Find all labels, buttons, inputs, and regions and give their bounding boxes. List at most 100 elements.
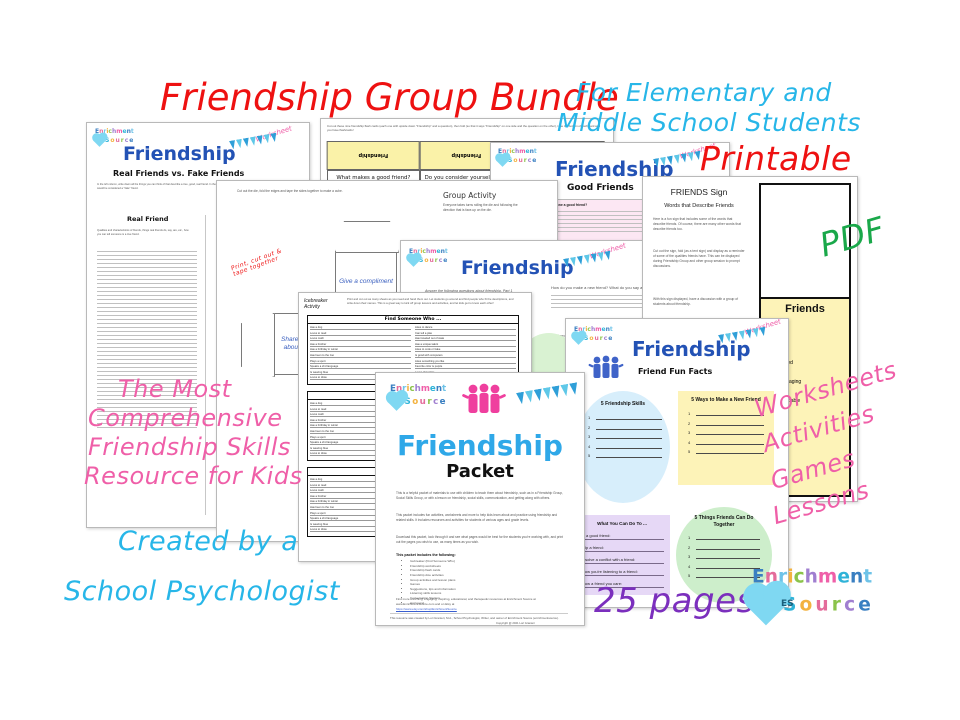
pages-label: 25 pages: [594, 581, 755, 621]
table-item[interactable]: Loves to read: [310, 484, 411, 488]
column-divider: [205, 215, 206, 515]
panel-heading: 5 Things Friends Can Do Together: [694, 515, 754, 528]
sign-subtitle: Words that Describe Friends: [664, 203, 734, 209]
do-item[interactable]: Show a friend you care:: [580, 581, 664, 588]
packet-list-item: Friendship dice activities: [410, 573, 570, 578]
table-item[interactable]: Speaks a 2nd language: [310, 365, 411, 370]
panel-friendship-skills: [576, 391, 670, 503]
flashcards-instruction: Cut out these nine friendship flash card…: [327, 124, 600, 133]
answer-lines[interactable]: [551, 295, 671, 311]
table-item[interactable]: Plays a sport: [310, 360, 411, 364]
table-item[interactable]: Speaks a 2nd language: [310, 517, 411, 522]
packet-list: Icebreaker (Find Someone Who) Friendship…: [402, 559, 570, 605]
panel-lines[interactable]: 1 2 3 4 5: [688, 535, 760, 583]
table-item[interactable]: Has a unique talent: [415, 343, 516, 347]
panel-lines[interactable]: 1 2 3 4 5: [588, 415, 662, 463]
flashcard-back[interactable]: Friendship: [327, 141, 420, 170]
table-item[interactable]: Has a dog: [310, 402, 411, 406]
packet-paragraph: This is a helpful packet of materials to…: [396, 491, 563, 500]
icebreaker-instruction: Print and cut out as many sheets as you …: [347, 297, 514, 306]
table-item[interactable]: Loves math: [310, 337, 411, 342]
column-note: Qualities and characteristics of friends…: [97, 229, 189, 236]
sign-paragraph: Cut out the sign, fold (as a tent sign) …: [653, 249, 745, 268]
group-activity-body: Everyone takes turns rolling the die and…: [443, 203, 518, 212]
table-item[interactable]: Has a brother: [310, 495, 411, 499]
pink-line-3: Friendship Skills: [88, 433, 291, 461]
table-item[interactable]: Is good with computers: [415, 354, 516, 358]
worksheet-banner: Worksheet: [559, 241, 639, 281]
table-item[interactable]: Speaks a 2nd language: [310, 441, 411, 446]
table-item[interactable]: Likes to cook or bake: [415, 348, 516, 353]
table-item[interactable]: Can tell a joke: [415, 332, 516, 336]
panel-lines[interactable]: 1 2 3 4 5: [688, 411, 764, 459]
acrostic-blank-panel: [759, 183, 851, 301]
do-items[interactable]: Be a good friend: Help a friend: Resolve…: [580, 533, 664, 593]
table-item[interactable]: Plays a sport: [310, 436, 411, 440]
table-item[interactable]: Loves math: [310, 413, 411, 418]
table-item[interactable]: Has a brother: [310, 419, 411, 423]
table-item[interactable]: Has a birthday in winter: [310, 424, 411, 429]
table-item[interactable]: Has been to the zoo: [310, 506, 411, 510]
packet-list-item: Games: [410, 582, 570, 587]
packet-footer-link[interactable]: https://www.etsy.com/shop/EnrichmentSour…: [396, 607, 457, 611]
do-item[interactable]: Resolve a conflict with a friend:: [580, 557, 664, 564]
answer-lines[interactable]: [97, 251, 197, 431]
table-item[interactable]: Has a dog: [310, 478, 411, 482]
heart-icon: [93, 134, 106, 147]
audience-line-2: Middle School Students: [557, 108, 861, 137]
heart-icon: [496, 154, 509, 167]
sheet-title: Friendship: [123, 143, 236, 165]
packet-list-item: Group activities and lesson plans: [410, 578, 570, 583]
table-item[interactable]: Is wearing blue: [310, 523, 411, 527]
created-line-1: Created by a: [118, 526, 299, 557]
table-item[interactable]: Is wearing blue: [310, 371, 411, 375]
table-item[interactable]: Loves to draw: [310, 528, 411, 533]
table-item[interactable]: Has traveled out of state: [415, 337, 516, 342]
worksheet-banner: [512, 381, 585, 415]
packet-paragraph: Download this packet, look through it an…: [396, 535, 563, 544]
sign-paragraph: Here is a fun sign that includes some of…: [653, 217, 741, 231]
table-item[interactable]: Loves math: [310, 489, 411, 494]
table-item[interactable]: Loves to draw: [310, 376, 411, 381]
fold-tab: [335, 221, 399, 253]
table-item[interactable]: Plays a sport: [310, 512, 411, 516]
brand-logo: Enrichment Source: [93, 129, 134, 147]
heart-icon: [387, 392, 406, 411]
pink-line-2: Comprehensive: [88, 404, 283, 432]
pink-line-4: Resource for Kids: [84, 462, 303, 490]
dice-instruction: Cut out the die, fold the edges and tape…: [237, 189, 343, 193]
table-item[interactable]: Favorite color is purple: [415, 365, 516, 370]
table-item[interactable]: Loves to draw: [310, 452, 411, 457]
panel-ways-to-make-friend: [678, 391, 774, 485]
table-item[interactable]: Has a brother: [310, 343, 411, 347]
table-item[interactable]: Has a birthday in winter: [310, 348, 411, 353]
table-item[interactable]: Has a dog: [310, 326, 411, 330]
do-item[interactable]: Be a good friend:: [580, 533, 664, 540]
headline-title: Friendship Group Bundle: [160, 76, 619, 119]
people-icon: [588, 355, 624, 378]
table-item[interactable]: Has a birthday in winter: [310, 500, 411, 505]
table-item[interactable]: Loves to read: [310, 408, 411, 412]
table-item[interactable]: Is wearing blue: [310, 447, 411, 451]
sheet-friend-fun-facts[interactable]: Enrichment Source Friendship Worksheet F…: [565, 318, 789, 608]
sheet-title: Friendship: [461, 257, 574, 279]
icebreaker-label: Icebreaker Activity: [304, 298, 328, 310]
group-activity-title: Group Activity: [443, 191, 497, 200]
acrostic-heading: Friends: [785, 303, 825, 315]
do-item[interactable]: Help a friend:: [580, 545, 664, 552]
table-column-left: Has a dog Loves to read Loves math Has a…: [310, 478, 411, 534]
table-item[interactable]: Likes something you like: [415, 360, 516, 364]
table-item[interactable]: Loves to read: [310, 332, 411, 336]
questions-note: Answer the following questions about fri…: [425, 289, 513, 293]
panel-heading: 5 Friendship Skills: [600, 401, 646, 407]
do-item[interactable]: Show you're listening to a friend:: [580, 569, 664, 576]
packet-subtitle: Packet: [446, 461, 514, 482]
sheet-subtitle: Friend Fun Facts: [638, 367, 713, 376]
worksheet-banner: Worksheet: [714, 319, 788, 357]
table-item[interactable]: Has been to the zoo: [310, 354, 411, 358]
table-item[interactable]: Has been to the zoo: [310, 430, 411, 434]
created-line-2: School Psychologist: [64, 576, 340, 607]
table-item[interactable]: Likes to dance: [415, 326, 516, 330]
